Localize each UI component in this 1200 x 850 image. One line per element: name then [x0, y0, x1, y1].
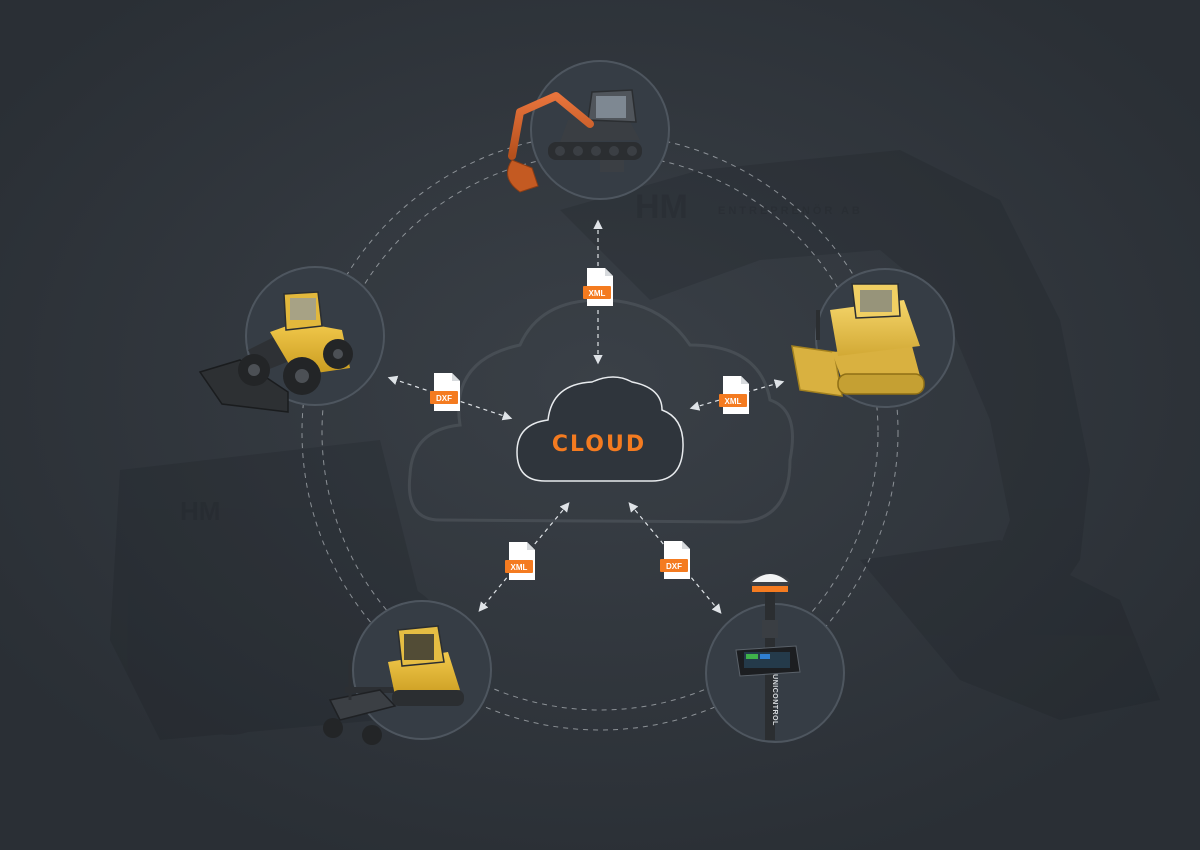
- file-badge: [660, 559, 688, 572]
- file-type-label: XML: [589, 289, 606, 298]
- gnss-rover-icon: UNICONTROL: [735, 574, 801, 740]
- file-type-label: XML: [725, 397, 742, 406]
- background-brand-text-2: HM: [180, 496, 220, 526]
- background-brand-subtext: ENTREPRENÖR AB: [718, 204, 863, 217]
- file-badge-right: XML: [719, 376, 749, 414]
- file-badge: [583, 286, 611, 299]
- file-badge-top: XML: [583, 268, 613, 306]
- bulldozer-icon: [791, 283, 925, 397]
- inner-orbit-ring: [321, 153, 879, 711]
- wheel-loader-icon: [198, 291, 353, 413]
- file-badge-bottom-right: DXF: [660, 541, 690, 579]
- arrow-cloud-wheel-loader: [387, 375, 513, 421]
- rover-brand-text: UNICONTROL: [771, 674, 778, 726]
- connector-arrows: [387, 219, 785, 614]
- file-type-label: XML: [511, 563, 528, 572]
- skid-steer-grader-icon: [323, 625, 464, 745]
- background-brand-watermark: HM ENTREPRENÖR AB HM: [180, 188, 863, 526]
- cloud-node: CLOUD: [516, 376, 684, 482]
- cloud-shape: [516, 376, 684, 482]
- file-type-label: DXF: [436, 394, 452, 403]
- excavator-icon: [507, 89, 642, 193]
- file-badge: [719, 394, 747, 407]
- cloud-label: CLOUD: [552, 432, 646, 457]
- file-badge-left: DXF: [430, 373, 460, 411]
- file-badge: [430, 391, 458, 404]
- file-badge: [505, 560, 533, 573]
- file-type-label: DXF: [666, 562, 682, 571]
- background-brand-text: HM: [635, 188, 688, 226]
- arrow-cloud-skid-steer: [478, 502, 570, 612]
- background-excavator-silhouette: [110, 150, 1160, 740]
- file-badge-bottom-left: XML: [505, 542, 535, 580]
